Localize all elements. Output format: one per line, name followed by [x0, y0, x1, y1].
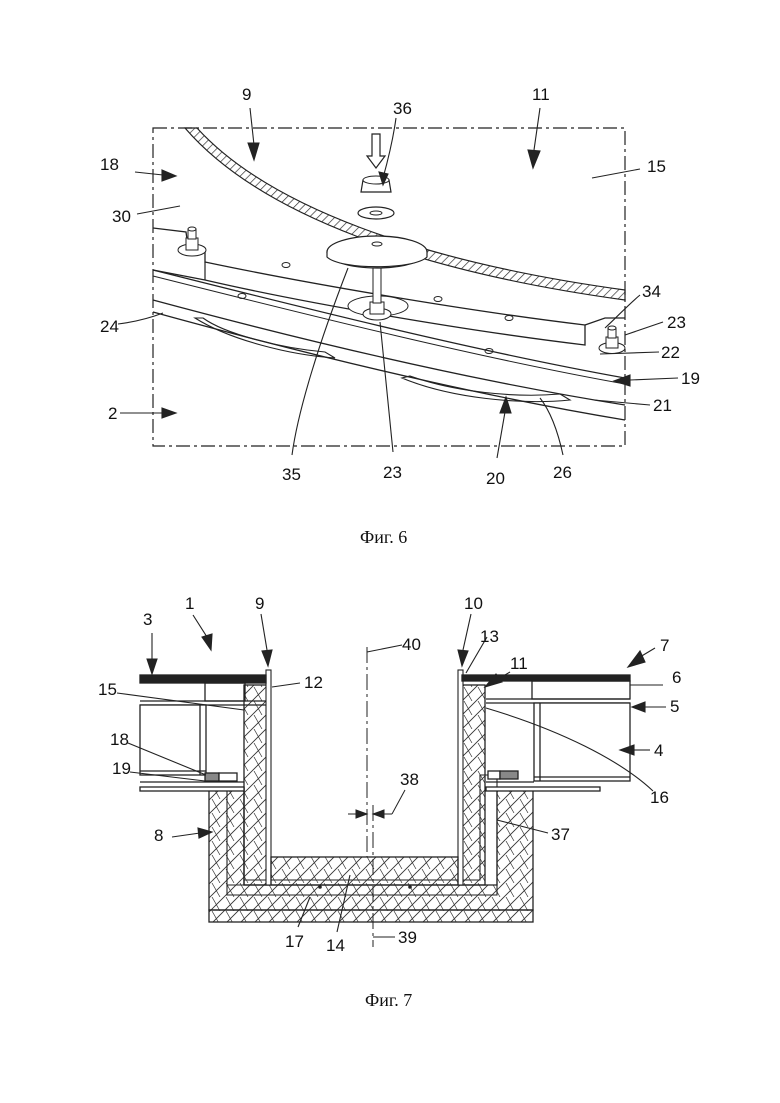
- fig6-label-24: 24: [100, 317, 119, 336]
- figure-7-caption: Фиг. 7: [365, 990, 412, 1011]
- fig7-label-39: 39: [398, 928, 417, 947]
- fig7-label-12: 12: [304, 673, 323, 692]
- fig6-label-20: 20: [486, 469, 505, 488]
- fig7-offset-38: [348, 790, 405, 818]
- fig6-label-35: 35: [282, 465, 301, 484]
- fig6-label-34: 34: [642, 282, 661, 301]
- fig7-label-3: 3: [143, 610, 152, 629]
- figure-6-drawing: 9 36 11 18 15 30 34 23 24 22 19 2 21 35 …: [0, 0, 780, 520]
- fig6-label-11: 11: [532, 85, 550, 104]
- fig7-label-18: 18: [110, 730, 129, 749]
- fig6-label-23-right: 23: [667, 313, 686, 332]
- fig7-label-5: 5: [670, 697, 679, 716]
- fig6-label-9: 9: [242, 85, 251, 104]
- fig7-bottom-slab: [271, 857, 458, 885]
- fig6-label-18: 18: [100, 155, 119, 174]
- fig6-label-26: 26: [553, 463, 572, 482]
- fig6-label-36: 36: [393, 99, 412, 118]
- fig6-label-23-center: 23: [383, 463, 402, 482]
- fig6-right-bolt: [599, 326, 625, 354]
- fig7-label-13: 13: [480, 627, 499, 646]
- fig7-label-8: 8: [154, 826, 163, 845]
- fig6-label-15: 15: [647, 157, 666, 176]
- fig7-label-6: 6: [672, 668, 681, 687]
- figure-6-caption: Фиг. 6: [360, 527, 407, 548]
- fig6-leaders: [118, 108, 678, 458]
- figure-7-drawing: 1 3 9 10 13 40 7 12 11 6 15 5 18 4 19 16…: [0, 575, 780, 985]
- fig6-center-bolt: [348, 265, 408, 320]
- fig7-label-37: 37: [551, 825, 570, 844]
- fig6-label-19: 19: [681, 369, 700, 388]
- fig6-seal-band: [185, 128, 625, 300]
- fig6-label-2: 2: [108, 404, 117, 423]
- fig7-base-plate: [209, 910, 533, 922]
- fig6-label-21: 21: [653, 396, 672, 415]
- fig7-label-11: 11: [510, 654, 528, 673]
- fig6-washer-35: [327, 236, 427, 268]
- fig7-right-structure: [462, 675, 630, 791]
- fig7-label-10: 10: [464, 594, 483, 613]
- fig7-label-16: 16: [650, 788, 669, 807]
- fig6-assembly-arrow: [367, 134, 385, 168]
- fig7-label-17: 17: [285, 932, 304, 951]
- fig7-label-38: 38: [400, 770, 419, 789]
- fig7-label-40: 40: [402, 635, 421, 654]
- fig7-label-9: 9: [255, 594, 264, 613]
- fig6-label-22: 22: [661, 343, 680, 362]
- fig7-label-15: 15: [98, 680, 117, 699]
- fig7-label-1: 1: [185, 594, 194, 613]
- fig7-label-7: 7: [660, 636, 669, 655]
- fig7-label-4: 4: [654, 741, 663, 760]
- fig6-label-30: 30: [112, 207, 131, 226]
- fig7-label-14: 14: [326, 936, 345, 955]
- fig6-recess-left: [195, 318, 335, 358]
- fig7-label-19: 19: [112, 759, 131, 778]
- fig6-label-group: 9 36 11 18 15 30 34 23 24 22 19 2 21 35 …: [100, 85, 700, 488]
